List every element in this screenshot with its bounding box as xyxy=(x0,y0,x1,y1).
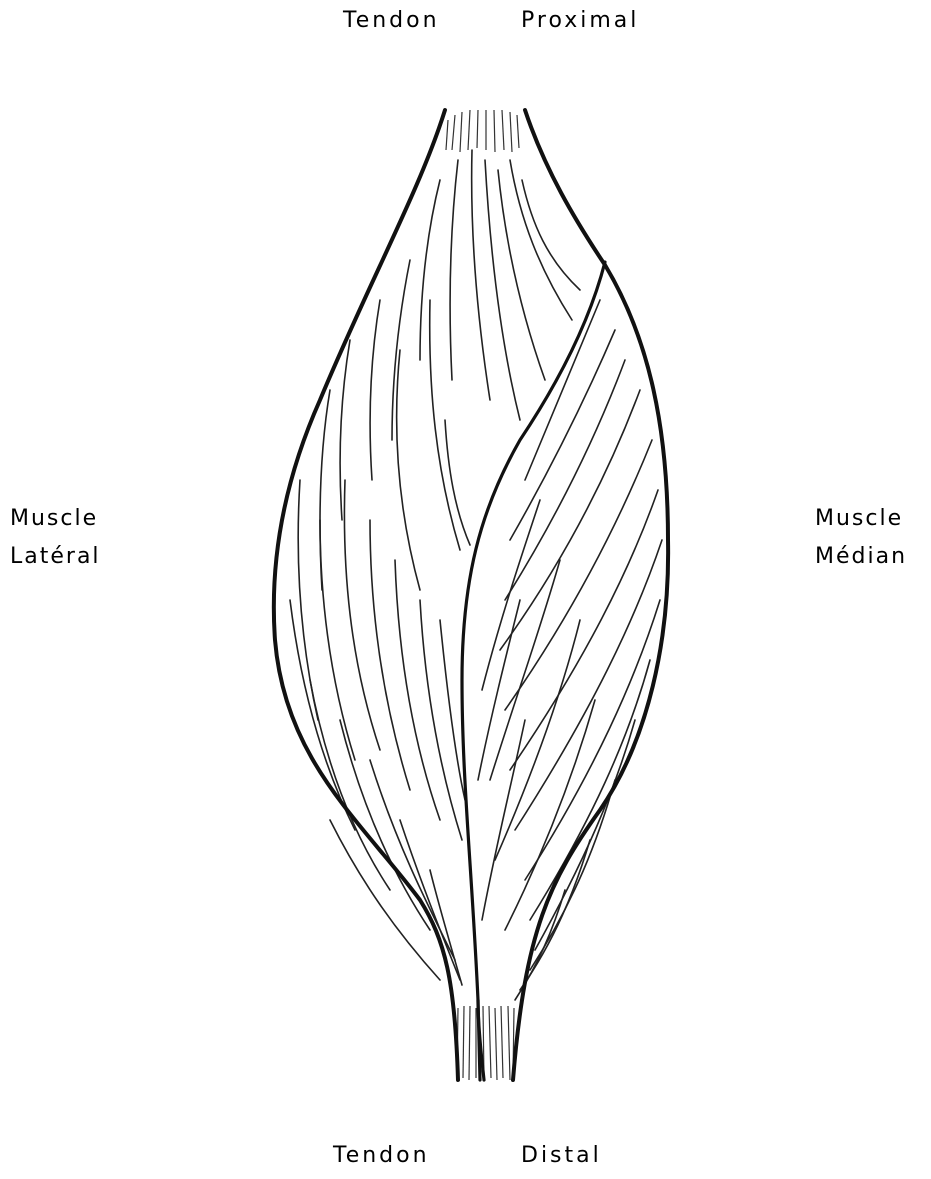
proximal-tendon xyxy=(446,110,519,152)
medial-muscle-outline xyxy=(513,110,668,1080)
distal-tendon xyxy=(457,1006,514,1080)
lateral-muscle-fibers xyxy=(290,150,580,985)
medial-muscle-fibers xyxy=(478,300,662,1000)
intermuscular-divide xyxy=(462,262,605,1080)
lateral-muscle-outline xyxy=(274,110,458,1080)
